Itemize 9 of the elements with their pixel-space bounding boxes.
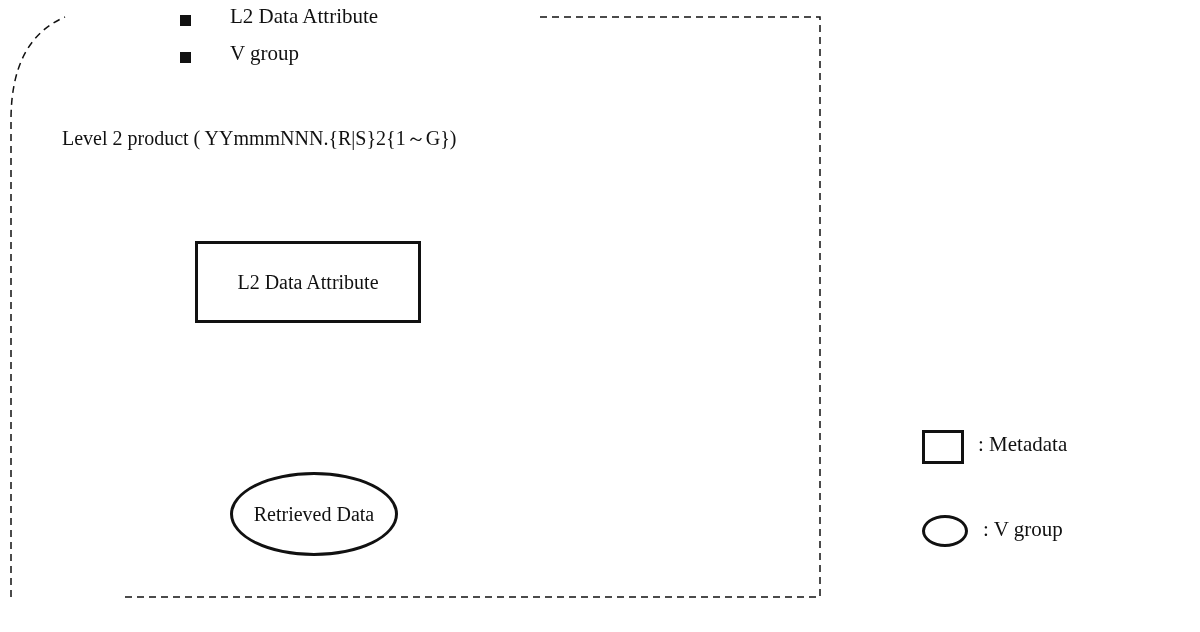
metadata-box bbox=[195, 241, 421, 323]
node-label: L2 Data Attribute bbox=[237, 270, 379, 294]
legend-text: : V group bbox=[983, 517, 1063, 542]
data-ellipse bbox=[230, 472, 398, 556]
bullet-text: L2 Data Attribute bbox=[230, 4, 379, 29]
group-heading: Level 2 product ( YYmmmNNN.{R|S}2{1～G}) bbox=[62, 126, 457, 152]
legend-text: : Metadata bbox=[978, 432, 1068, 457]
node-label: Retrieved Data bbox=[253, 502, 375, 526]
bullet-text: V group bbox=[230, 41, 300, 66]
